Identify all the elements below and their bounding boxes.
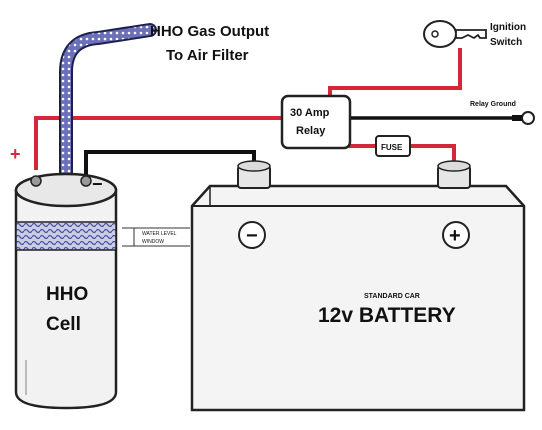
air-filter-label: To Air Filter <box>166 47 249 64</box>
switch-label: Switch <box>490 37 522 48</box>
water-level-window <box>15 221 117 251</box>
hho-cell <box>14 172 118 410</box>
gas-output-label: HHO Gas Output <box>150 23 269 40</box>
cell-positive-terminal <box>30 175 42 187</box>
relay-label: Relay <box>296 125 326 137</box>
negative-wire <box>84 150 256 178</box>
battery-label: 12v BATTERY <box>318 304 456 327</box>
battery-positive-sign: + <box>449 225 461 247</box>
positive-wire-cell <box>34 116 282 170</box>
cell-negative-terminal <box>80 175 92 187</box>
cell-positive-sign: + <box>10 144 21 164</box>
battery-negative-sign: − <box>246 225 258 247</box>
battery-positive-symbol <box>442 221 470 249</box>
ignition-label: Ignition <box>490 22 526 33</box>
positive-wire-ignition <box>328 48 462 100</box>
battery-negative-symbol <box>238 221 266 249</box>
battery-small-label: STANDARD CAR <box>364 293 420 300</box>
cell-note-line1: WATER LEVEL <box>142 231 177 237</box>
positive-wire-battery <box>410 144 456 165</box>
fuse-box <box>375 135 411 157</box>
cell-label-hho: HHO <box>46 284 88 305</box>
relay-ground-connector-icon <box>512 111 535 125</box>
cell-label-cell: Cell <box>46 314 81 335</box>
fuse-label: FUSE <box>381 143 403 152</box>
cell-note-line2: WINDOW <box>142 239 164 245</box>
cell-negative-sign: − <box>92 174 103 194</box>
key-icon <box>423 20 487 48</box>
battery <box>190 160 526 412</box>
relay-amp-label: 30 Amp <box>290 107 330 119</box>
relay-box <box>280 94 352 150</box>
relay-ground-label: Relay Ground <box>470 101 516 108</box>
